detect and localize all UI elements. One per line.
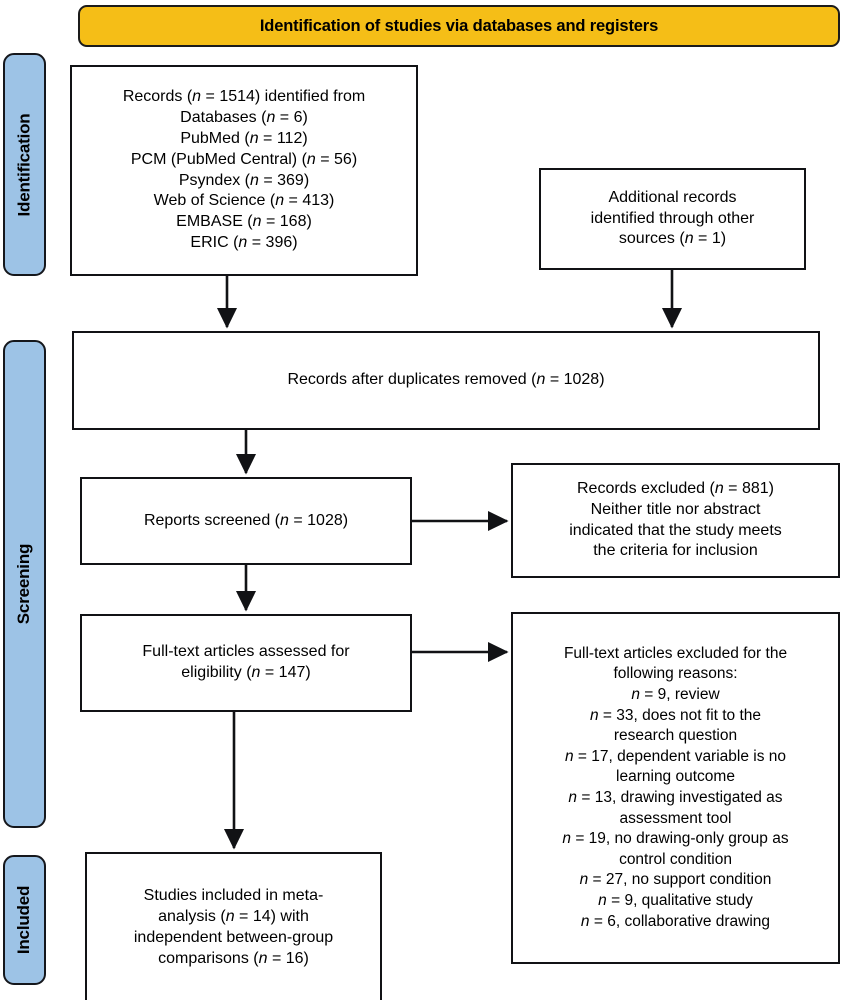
- box-fulltext-articles-assessed: Full-text articles assessed for eligibil…: [80, 614, 412, 712]
- box-line: assessment tool: [619, 809, 732, 827]
- box-line: n = 6, collaborative drawing: [580, 912, 771, 930]
- box-line: n = 13, drawing investigated as: [568, 789, 783, 806]
- box-line: control condition: [619, 850, 732, 868]
- phase-label-identification: Identification: [14, 113, 34, 216]
- diagram-title-banner: Identification of studies via databases …: [78, 5, 840, 47]
- box-line: learning outcome: [616, 768, 735, 786]
- phase-bar-screening: Screening: [3, 340, 46, 828]
- phase-label-included: Included: [14, 885, 34, 955]
- box-line: Databases (n = 6): [180, 109, 308, 127]
- box-line: PubMed (n = 112): [180, 129, 308, 147]
- box-studies-included: Studies included in meta- analysis (n = …: [85, 852, 382, 1000]
- box-line: Reports screened (n = 1028): [143, 511, 349, 529]
- box-line: n = 27, no support condition: [579, 871, 772, 889]
- box-line: PCM (PubMed Central) (n = 56): [130, 150, 358, 168]
- box-records-after-duplicates-removed: Records after duplicates removed (n = 10…: [72, 331, 820, 430]
- phase-bar-included: Included: [3, 855, 46, 985]
- phase-label-screening: Screening: [14, 543, 34, 625]
- box-line: identified through other: [590, 209, 755, 227]
- box-line: analysis (n = 14) with: [158, 908, 309, 926]
- box-line: comparisons (n = 16): [158, 949, 309, 967]
- box-line: independent between-group: [133, 929, 334, 946]
- box-line: n = 19, no drawing-only group as: [562, 830, 789, 848]
- box-line: eligibility (n = 147): [181, 664, 311, 681]
- box-line: Additional records: [608, 188, 737, 206]
- box-line: Full-text articles excluded for the: [563, 644, 788, 662]
- box-line: n = 9, qualitative study: [598, 892, 753, 910]
- box-line: the criteria for inclusion: [593, 542, 758, 560]
- box-line: n = 9, review: [631, 685, 720, 703]
- box-line: sources (n = 1): [618, 230, 727, 248]
- box-line: n = 33, does not fit to the: [589, 706, 762, 724]
- box-line: Web of Science (n = 413): [153, 192, 335, 210]
- box-line: EMBASE (n = 168): [176, 213, 312, 231]
- box-line: Records after duplicates removed (n = 10…: [287, 371, 605, 389]
- box-line: Records excluded (n = 881): [576, 479, 774, 497]
- box-line: Neither title nor abstract: [590, 500, 761, 518]
- box-records-excluded: Records excluded (n = 881) Neither title…: [511, 463, 840, 578]
- box-line: ERIC (n = 396): [190, 233, 298, 251]
- banner-title-text: Identification of studies via databases …: [259, 16, 659, 35]
- box-line: following reasons:: [613, 665, 738, 683]
- box-line: Studies included in meta-: [143, 887, 324, 905]
- box-line: Records (n = 1514) identified from: [122, 88, 366, 106]
- box-line: indicated that the study meets: [569, 521, 782, 539]
- phase-bar-identification: Identification: [3, 53, 46, 276]
- box-fulltext-articles-excluded: Full-text articles excluded for the foll…: [511, 612, 840, 964]
- box-additional-records: Additional records identified through ot…: [539, 168, 806, 270]
- box-line: Psyndex (n = 369): [178, 171, 310, 189]
- box-line: research question: [613, 727, 738, 745]
- box-records-identified: Records (n = 1514) identified from Datab…: [70, 65, 418, 276]
- box-line: Full-text articles assessed for: [142, 643, 350, 661]
- box-line: n = 17, dependent variable is no: [564, 747, 787, 765]
- box-reports-screened: Reports screened (n = 1028): [80, 477, 412, 565]
